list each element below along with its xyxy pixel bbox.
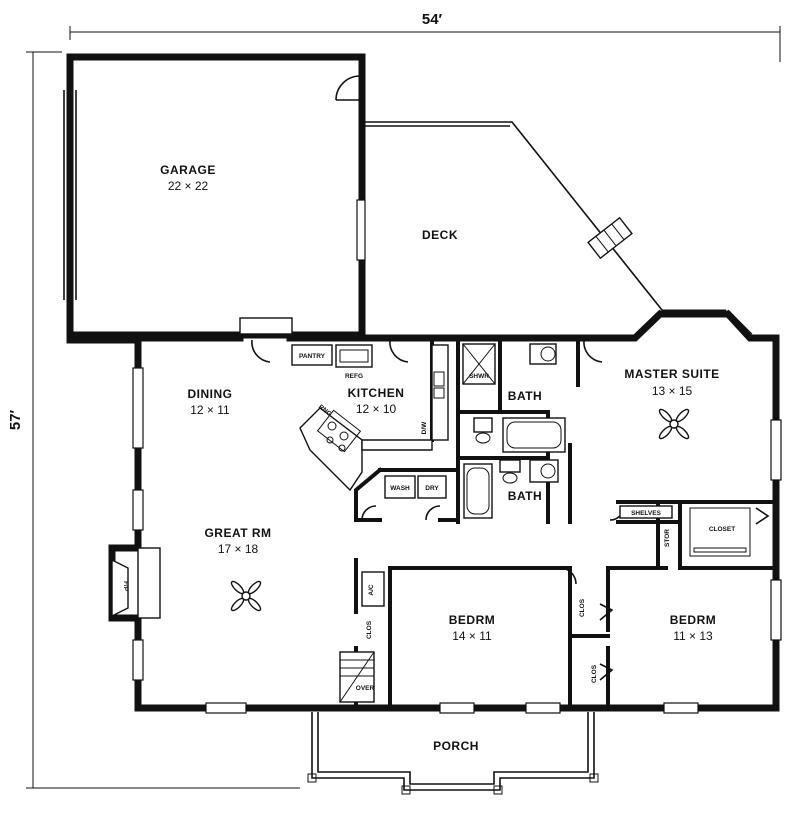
width-dimension-line: 54′	[69, 11, 781, 62]
great-room-label: GREAT RM	[204, 526, 271, 540]
bath-2-label: BATH	[508, 489, 542, 503]
stair-label: OVER	[356, 685, 375, 692]
garage-label: GARAGE	[160, 163, 216, 177]
garage-size: 22 × 22	[168, 179, 209, 193]
great-room-ceiling-fan-icon	[230, 580, 262, 612]
great-room-size: 17 × 18	[218, 542, 259, 556]
bedroom-3-label: BEDRM	[670, 613, 717, 627]
dishwasher-label: D/W	[421, 421, 428, 435]
laundry-fixtures: WASH DRY	[384, 475, 447, 499]
dryer-label: DRY	[425, 485, 439, 492]
master-ceiling-fan-icon	[658, 408, 690, 440]
garage-step	[239, 317, 293, 335]
dining-label: DINING	[188, 387, 233, 401]
master-closet-fixtures: SHELVES STOR CLOSET	[619, 505, 751, 557]
storage-label: STOR	[664, 529, 671, 547]
closet-label: CLOSET	[709, 526, 735, 533]
closet-abbr-1: CLOS	[366, 620, 373, 639]
bedroom-2-size: 14 × 11	[452, 629, 492, 643]
fireplace-label: F/P	[122, 581, 129, 592]
porch-outline	[307, 712, 599, 795]
windows	[132, 309, 782, 714]
interior-walls	[354, 336, 778, 710]
hall-closets: A/C CLOS CLOS CLOS OVER	[339, 571, 598, 703]
bath-fixtures: SHWR	[462, 343, 566, 519]
width-dimension-label: 54′	[422, 11, 443, 28]
washer-label: WASH	[390, 485, 410, 492]
bedroom-3-size: 11 × 13	[673, 629, 713, 643]
deck-label: DECK	[422, 228, 458, 242]
door-swings	[251, 339, 770, 681]
master-suite-label: MASTER SUITE	[624, 367, 719, 381]
depth-dimension-label: 57′	[7, 409, 24, 430]
garage-walls	[63, 53, 366, 339]
porch-label: PORCH	[433, 739, 479, 753]
kitchen-fixtures: PANTRY REFG D/W RNG	[291, 344, 449, 492]
kitchen-size: 12 × 10	[356, 402, 397, 416]
bedroom-2-label: BEDRM	[449, 613, 496, 627]
closet-abbr-2: CLOS	[579, 598, 586, 617]
master-suite-size: 13 × 15	[652, 384, 693, 398]
kitchen-label: KITCHEN	[348, 386, 405, 400]
garage-door-swing	[335, 75, 361, 101]
shower-label: SHWR	[469, 373, 489, 380]
dining-size: 12 × 11	[190, 403, 230, 417]
deck-outline	[362, 121, 663, 311]
depth-dimension-line: 57′	[7, 51, 300, 789]
fireplace: F/P	[111, 547, 161, 619]
pantry-label: PANTRY	[299, 353, 326, 360]
refrigerator-label: REFG	[345, 373, 363, 380]
bath-1-label: BATH	[508, 389, 542, 403]
shelves-label: SHELVES	[631, 510, 662, 517]
closet-abbr-3: CLOS	[591, 664, 598, 683]
ac-label: A/C	[368, 584, 375, 596]
